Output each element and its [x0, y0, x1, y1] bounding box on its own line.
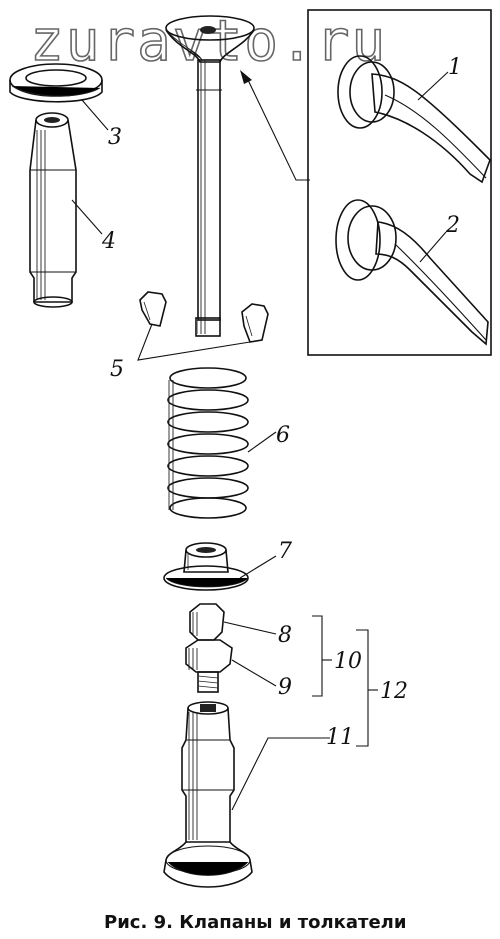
label-4: 4 — [101, 229, 116, 254]
valve-guide-4 — [29, 112, 77, 308]
label-1: 1 — [448, 55, 462, 80]
label-12: 12 — [380, 679, 408, 704]
leader-8 — [223, 621, 277, 635]
label-10: 10 — [334, 649, 362, 674]
leader-7 — [239, 555, 277, 579]
label-11: 11 — [326, 725, 354, 750]
tappet-11 — [163, 701, 253, 888]
watermark-text: zuravto.ru — [30, 9, 387, 74]
adjusting-bolt-8 — [189, 603, 225, 641]
leader-4 — [71, 199, 103, 235]
label-8: 8 — [278, 623, 292, 648]
lock-nut-9 — [185, 639, 233, 693]
label-3: 3 — [108, 125, 122, 150]
label-2: 2 — [445, 213, 460, 238]
label-9: 9 — [278, 675, 292, 700]
leader-6 — [247, 431, 277, 453]
leader-11 — [231, 737, 330, 811]
valve — [165, 15, 255, 337]
leader-2 — [419, 231, 447, 263]
leader-9 — [231, 659, 277, 687]
spring-plate-7 — [163, 542, 249, 591]
bracket-12 — [356, 629, 369, 747]
leader-5 — [137, 323, 251, 361]
label-6: 6 — [276, 423, 290, 448]
figure-caption: Рис. 9. Клапаны и толкатели — [104, 912, 406, 933]
bracket-10 — [312, 615, 323, 697]
oil-seal-ring-3 — [9, 63, 103, 103]
leader-1 — [417, 71, 449, 101]
label-7: 7 — [278, 539, 292, 564]
inset-pointer-line — [247, 79, 310, 181]
label-5: 5 — [110, 357, 124, 382]
inset-frame: 1 2 — [307, 9, 492, 356]
valve-head-1 — [337, 55, 491, 184]
leader-3 — [81, 99, 109, 131]
valve-head-2 — [335, 199, 489, 346]
valve-spring-6 — [167, 367, 249, 519]
valve-cotters-5 — [139, 291, 269, 343]
inset-pointer-arrow — [240, 70, 252, 84]
